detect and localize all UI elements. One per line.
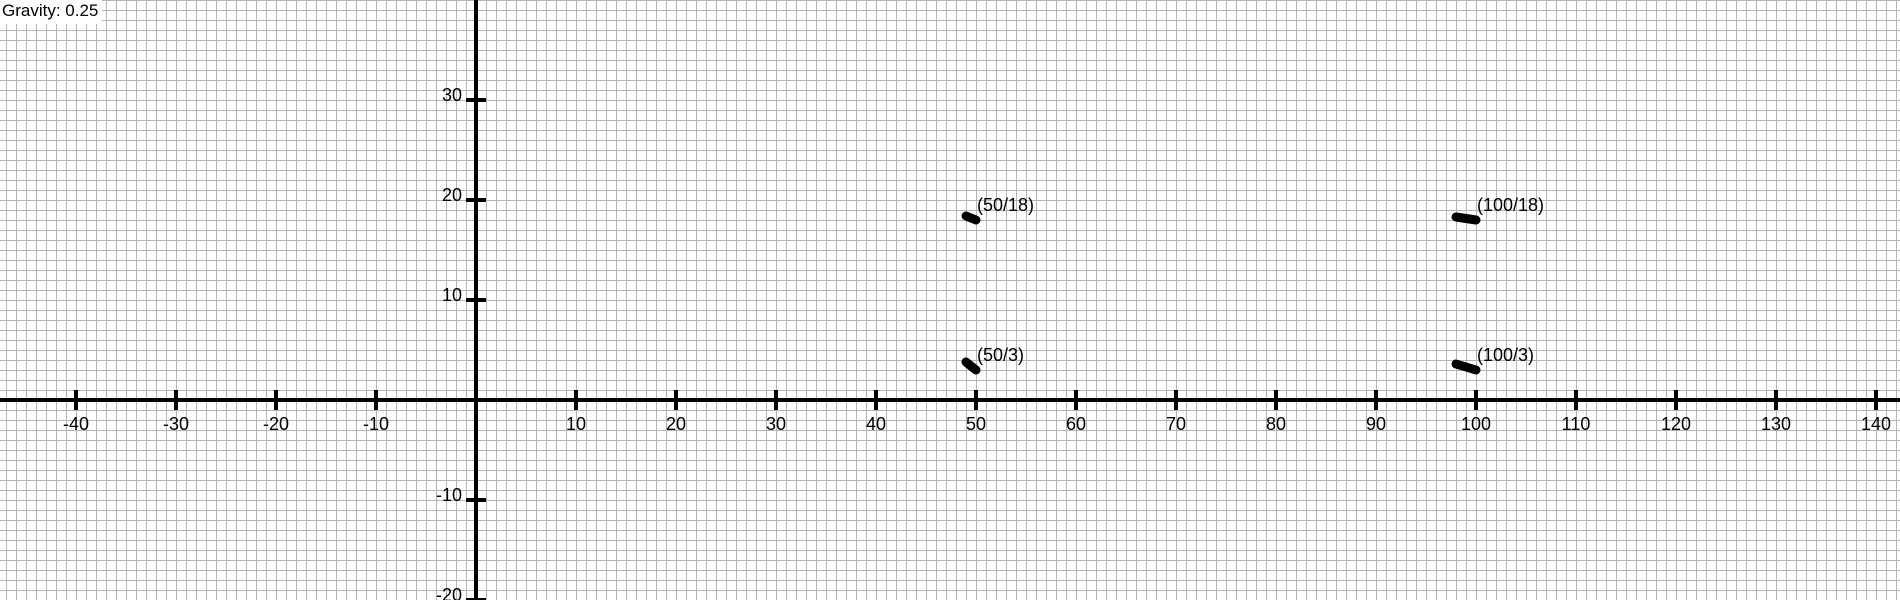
object-rod[interactable] (961, 357, 981, 375)
object-coordinate-label: (50/3) (977, 345, 1024, 365)
x-tick-label: -10 (363, 414, 389, 434)
physics-object[interactable]: (50/18) (961, 195, 1034, 225)
x-tick-label: 140 (1861, 414, 1891, 434)
object-coordinate-label: (100/18) (1477, 195, 1544, 215)
physics-object[interactable]: (50/3) (961, 345, 1024, 375)
physics-object[interactable]: (100/3) (1451, 345, 1534, 375)
x-tick-label: -20 (263, 414, 289, 434)
x-tick-label: 110 (1562, 414, 1591, 434)
y-axis-ticks: 30 20 10 -10 -20 (436, 85, 486, 600)
x-tick-label: 120 (1661, 414, 1691, 434)
y-tick-label: 20 (442, 185, 462, 205)
x-tick-label: 10 (566, 414, 586, 434)
object-coordinate-label: (100/3) (1477, 345, 1534, 365)
physics-objects[interactable]: (50/18) (100/18) (50/3) (100/3) (961, 195, 1544, 375)
y-tick-label: 10 (442, 285, 462, 305)
x-tick-label: 50 (966, 414, 986, 434)
x-tick-label: 90 (1366, 414, 1386, 434)
object-rod[interactable] (1451, 212, 1481, 225)
x-tick-label: 80 (1266, 414, 1286, 434)
gravity-readout: Gravity: 0.25 (0, 0, 103, 24)
x-tick-label: 100 (1461, 414, 1491, 434)
x-tick-label: 30 (766, 414, 786, 434)
x-tick-label: 40 (866, 414, 886, 434)
x-tick-label: 60 (1066, 414, 1086, 434)
object-coordinate-label: (50/18) (977, 195, 1034, 215)
x-tick-label: -40 (63, 414, 89, 434)
gravity-label: Gravity: 0.25 (2, 1, 99, 20)
y-tick-label: 30 (442, 85, 462, 105)
x-tick-label: 20 (666, 414, 686, 434)
x-tick-label: -30 (163, 414, 189, 434)
object-rod[interactable] (961, 211, 981, 225)
object-rod[interactable] (1451, 359, 1481, 375)
y-tick-label: -10 (436, 485, 462, 505)
x-axis-ticks: -40 -30 -20 -10 10 20 30 40 50 60 70 80 90 100 110 120 1… (63, 390, 1891, 434)
x-tick-label: 70 (1166, 414, 1186, 434)
x-tick-label: 130 (1761, 414, 1791, 434)
physics-object[interactable]: (100/18) (1451, 195, 1544, 225)
y-tick-label: -20 (436, 585, 462, 600)
